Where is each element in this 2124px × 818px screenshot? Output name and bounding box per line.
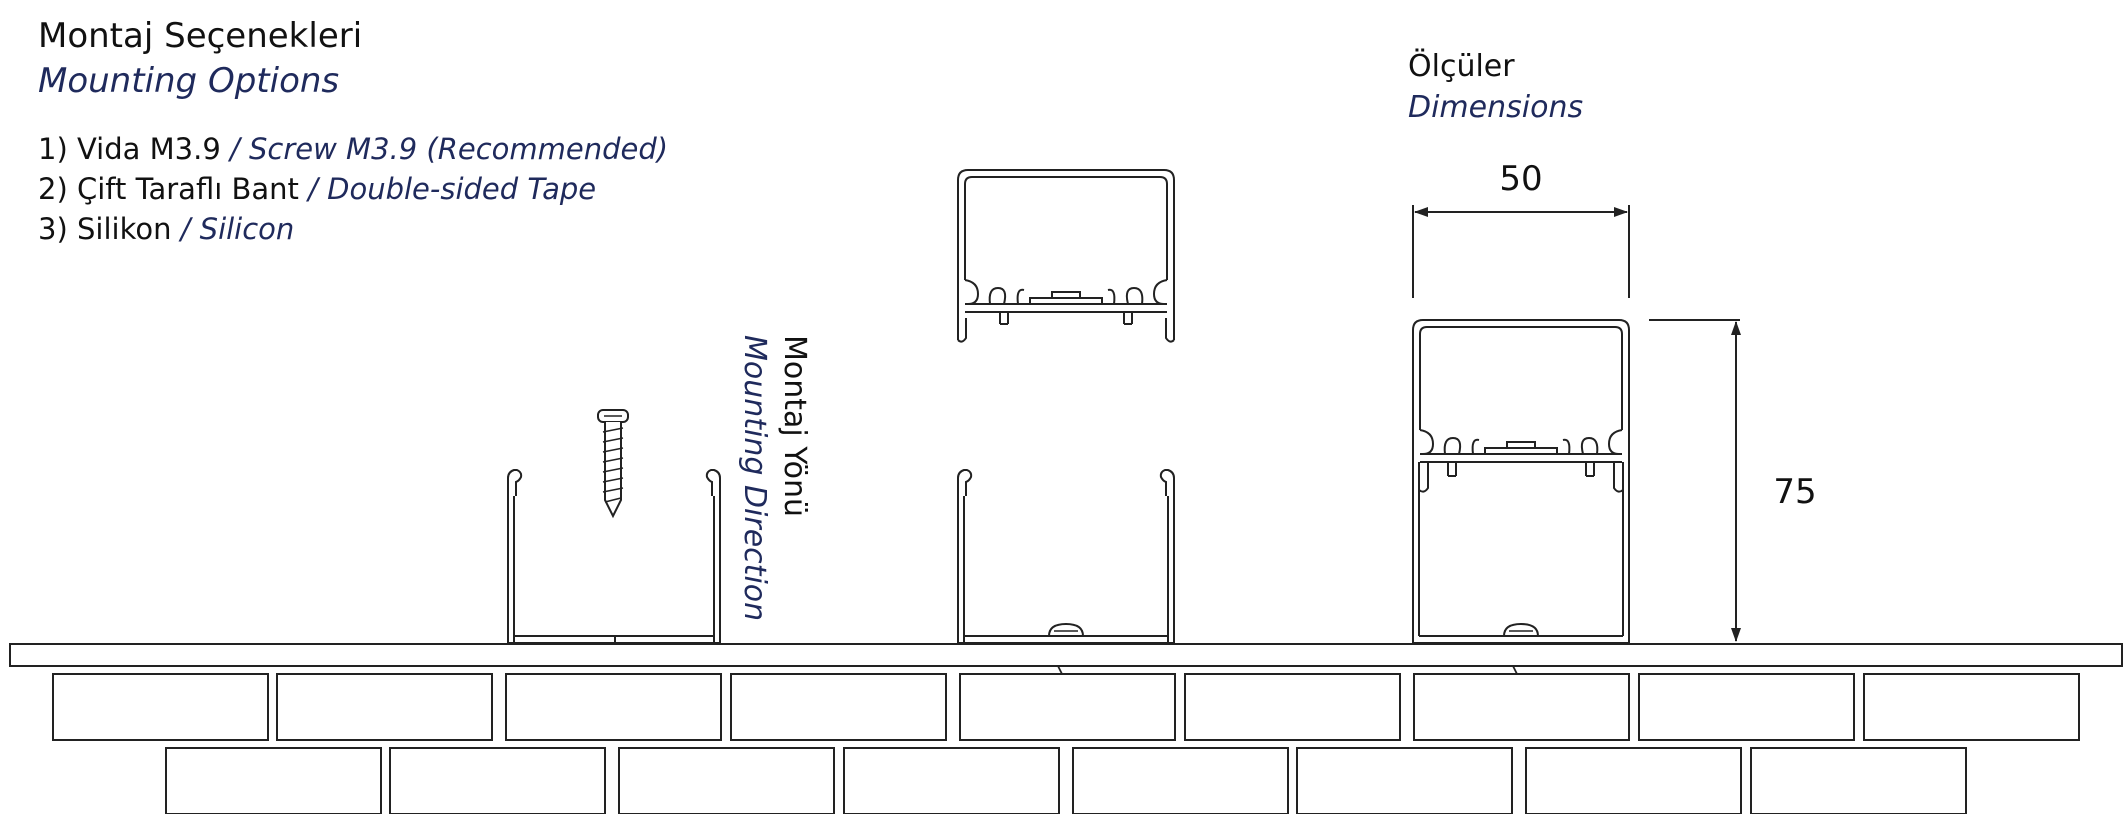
brick	[1863, 673, 2080, 741]
brick	[1525, 747, 1742, 815]
brick	[730, 673, 947, 741]
brick	[52, 673, 269, 741]
profile-base-with-screw-2	[957, 469, 1175, 644]
screw-head-icon	[1503, 623, 1539, 637]
brick	[1296, 747, 1513, 815]
height-dimension-line	[1649, 319, 1741, 642]
option-3: 3) Silikon / Silicon	[38, 212, 294, 246]
mounting-title-en: Mounting Options	[38, 61, 339, 101]
mounting-direction-tr: Montaj Yönü	[777, 335, 812, 517]
mounting-surface	[9, 643, 2123, 667]
brick	[1072, 747, 1289, 815]
profile-cover-detached	[957, 169, 1175, 343]
option-2: 2) Çift Taraflı Bant / Double-sided Tape	[38, 172, 596, 206]
screw-tip	[1057, 665, 1072, 675]
screw-head-icon	[1048, 623, 1084, 637]
brick	[959, 673, 1176, 741]
brick	[1184, 673, 1401, 741]
brick	[276, 673, 493, 741]
brick	[389, 747, 606, 815]
mounting-title-tr: Montaj Seçenekleri	[38, 16, 362, 56]
brick	[1413, 673, 1630, 741]
option-1-en: / Screw M3.9 (Recommended)	[221, 132, 668, 166]
profile-assembled	[1412, 319, 1630, 644]
option-2-tr: 2) Çift Taraflı Bant	[38, 172, 299, 206]
screw-tip	[1512, 665, 1527, 675]
option-3-tr: 3) Silikon	[38, 212, 171, 246]
brick-wall	[52, 673, 2080, 815]
brick	[505, 673, 722, 741]
screw-icon	[597, 409, 629, 519]
width-value: 50	[1499, 159, 1542, 199]
brick	[1638, 673, 1855, 741]
option-1-tr: 1) Vida M3.9	[38, 132, 221, 166]
height-value: 75	[1773, 472, 1816, 512]
brick	[843, 747, 1060, 815]
brick	[1750, 747, 1967, 815]
dimensions-title-en: Dimensions	[1408, 90, 1583, 125]
option-2-en: / Double-sided Tape	[299, 172, 596, 206]
option-3-en: / Silicon	[171, 212, 294, 246]
profile-base-with-screw	[507, 469, 721, 644]
mounting-direction-en: Mounting Direction	[737, 335, 772, 621]
brick	[618, 747, 835, 815]
option-1: 1) Vida M3.9 / Screw M3.9 (Recommended)	[38, 132, 668, 166]
width-dimension-line	[1412, 205, 1630, 298]
dimensions-title-tr: Ölçüler	[1408, 48, 1515, 84]
brick	[165, 747, 382, 815]
